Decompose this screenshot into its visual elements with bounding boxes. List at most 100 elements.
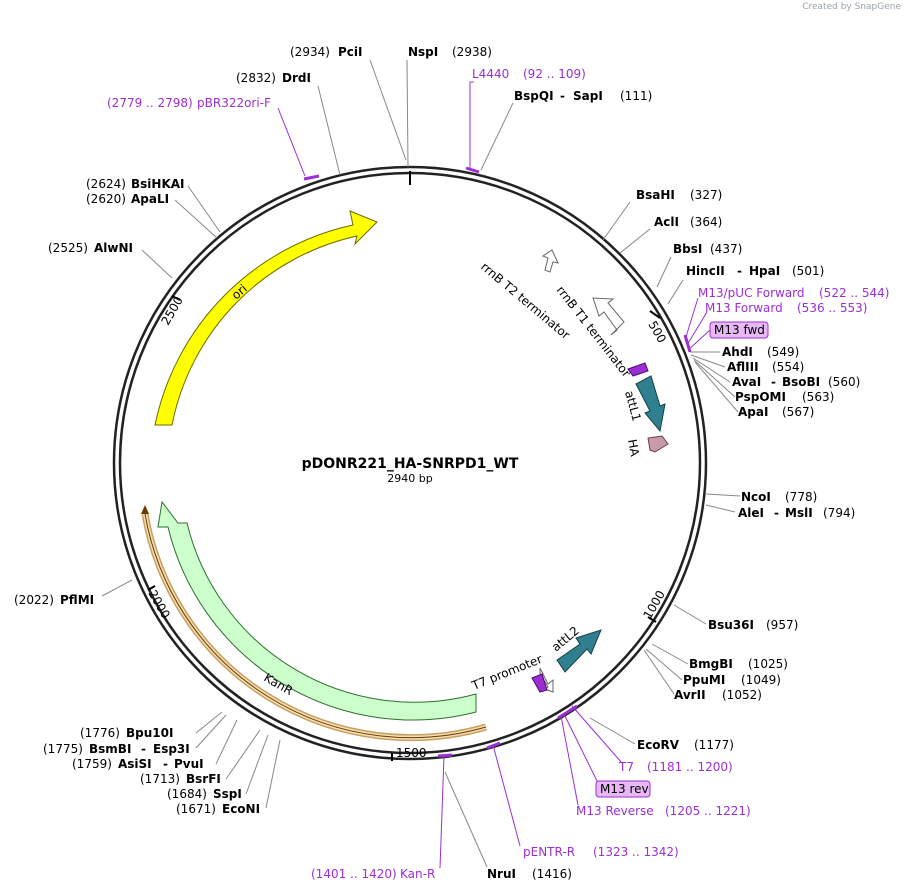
sapi-name[interactable]: SapI <box>573 89 603 103</box>
bsu36i-name[interactable]: Bsu36I <box>708 618 754 632</box>
avai-pos: (560) <box>828 375 860 389</box>
m13rev-name[interactable]: M13 Reverse <box>576 804 654 818</box>
ecorv-pos: (1177) <box>694 738 734 752</box>
plasmid-size: 2940 bp <box>387 472 432 485</box>
kanr-feature[interactable] <box>157 500 477 721</box>
hpai-name[interactable]: HpaI <box>749 264 780 278</box>
alwni-name[interactable]: AlwNI <box>94 241 133 255</box>
m13rev-range: (1205 .. 1221) <box>665 804 751 818</box>
avrii-name[interactable]: AvrII <box>674 688 706 702</box>
bsahi-pos: (327) <box>690 188 722 202</box>
pentr-range: (1323 .. 1342) <box>593 845 679 859</box>
ppumi-pos: (1049) <box>741 673 781 687</box>
acli-name[interactable]: AclI <box>654 215 679 229</box>
hincii-name[interactable]: HincII <box>686 264 725 278</box>
apai-name[interactable]: ApaI <box>738 405 768 419</box>
hincii-sep: - <box>737 264 742 278</box>
sspi-pos: (1684) <box>167 787 207 801</box>
bsrfi-name[interactable]: BsrFI <box>186 772 221 786</box>
attl1-feature[interactable] <box>635 375 666 433</box>
aflii-name[interactable]: AflIII <box>727 360 759 374</box>
m13rev-box[interactable] <box>595 780 651 798</box>
bspqi-name[interactable]: BspQI <box>514 89 554 103</box>
bbsi-pos: (437) <box>710 242 742 256</box>
apali-name[interactable]: ApaLI <box>131 192 169 206</box>
nrui-pos: (1416) <box>532 867 572 881</box>
m13fwd-box-label: M13 fwd <box>714 323 765 337</box>
tick-1000-mark <box>647 616 657 623</box>
primer-marker-1 <box>627 362 649 377</box>
tick-1500: 1500 <box>396 746 427 760</box>
l4440-range: (92 .. 109) <box>523 67 586 81</box>
m13puc-name[interactable]: M13/pUC Forward <box>698 286 805 300</box>
m13fwd-box[interactable] <box>709 321 769 339</box>
asisi-name[interactable]: AsiSI <box>118 757 152 771</box>
pcii-pos: (2934) <box>290 45 330 59</box>
pbr322-range: (2779 .. 2798) <box>107 96 193 110</box>
drdi-pos: (2832) <box>236 71 276 85</box>
leader-lines <box>101 59 741 868</box>
ahdi-pos: (549) <box>767 345 799 359</box>
attl2-feature[interactable] <box>556 629 602 673</box>
pentr-name[interactable]: pENTR-R <box>523 845 575 859</box>
bsu36i-pos: (957) <box>766 618 798 632</box>
bmgbi-name[interactable]: BmgBI <box>689 657 733 671</box>
ori-feature[interactable] <box>154 210 378 426</box>
pflmi-name[interactable]: PflMI <box>60 593 94 607</box>
alei-name[interactable]: AleI <box>738 506 764 520</box>
ahdi-name[interactable]: AhdI <box>722 345 753 359</box>
esp3i-name[interactable]: Esp3I <box>153 742 190 756</box>
bspqi-sep: - <box>560 89 565 103</box>
alei-sep: - <box>774 506 779 520</box>
bsmbi-sep: - <box>141 742 146 756</box>
bsihkai-name[interactable]: BsiHKAI <box>131 177 185 191</box>
t7-primer-marker <box>531 673 548 693</box>
pcii-name[interactable]: PciI <box>338 45 363 59</box>
tick-2000-mark <box>147 585 156 591</box>
ncoi-name[interactable]: NcoI <box>741 490 771 504</box>
pspomi-pos: (563) <box>802 390 834 404</box>
rrnb-t1-feature[interactable] <box>592 297 625 336</box>
nrui-name[interactable]: NruI <box>487 867 516 881</box>
m13fwd-name[interactable]: M13 Forward <box>705 301 783 315</box>
acli-pos: (364) <box>690 215 722 229</box>
asisi-pos: (1759) <box>72 757 112 771</box>
bsrfi-pos: (1713) <box>140 772 180 786</box>
nspi-name[interactable]: NspI <box>408 45 438 59</box>
sspi-name[interactable]: SspI <box>213 787 242 801</box>
snapgene-credit: Created by SnapGene <box>802 2 901 12</box>
kanr-primer-head <box>141 505 149 514</box>
rrnb-t2-feature[interactable] <box>541 249 559 273</box>
kanr-primer-name[interactable]: Kan-R <box>400 867 435 881</box>
bpu10i-pos: (1776) <box>80 726 120 740</box>
avai-name[interactable]: AvaI <box>732 375 761 389</box>
msli-name[interactable]: MslI <box>785 506 813 520</box>
ha-feature[interactable] <box>647 435 669 453</box>
attl1-label: attL1 <box>622 389 644 423</box>
m13puc-range: (522 .. 544) <box>819 286 889 300</box>
pvui-name[interactable]: PvuI <box>174 757 204 771</box>
pbr322-name[interactable]: pBR322ori-F <box>197 96 271 110</box>
bbsi-name[interactable]: BbsI <box>673 242 702 256</box>
bpu10i-name[interactable]: Bpu10I <box>126 726 173 740</box>
aflii-pos: (554) <box>772 360 804 374</box>
primer-lines <box>277 81 711 869</box>
ppumi-name[interactable]: PpuMI <box>683 673 725 687</box>
l4440-name[interactable]: L4440 <box>472 67 509 81</box>
bsmbi-name[interactable]: BsmBI <box>89 742 131 756</box>
ecorv-name[interactable]: EcoRV <box>637 738 680 752</box>
bsahi-name[interactable]: BsaHI <box>636 188 675 202</box>
t7-name[interactable]: T7 <box>618 760 634 774</box>
bsihkai-pos: (2624) <box>86 177 126 191</box>
alei-pos: (794) <box>823 506 855 520</box>
apai-pos: (567) <box>782 405 814 419</box>
bsobi-name[interactable]: BsoBI <box>782 375 820 389</box>
nspi-pos: (2938) <box>452 45 492 59</box>
rrnb-t2-label: rrnB T2 terminator <box>478 260 573 343</box>
drdi-name[interactable]: DrdI <box>282 71 311 85</box>
econi-name[interactable]: EcoNI <box>222 802 260 816</box>
kanr-primer-range: (1401 .. 1420) <box>311 867 397 881</box>
pspomi-name[interactable]: PspOMI <box>735 390 786 404</box>
ha-label: HA <box>625 438 642 458</box>
